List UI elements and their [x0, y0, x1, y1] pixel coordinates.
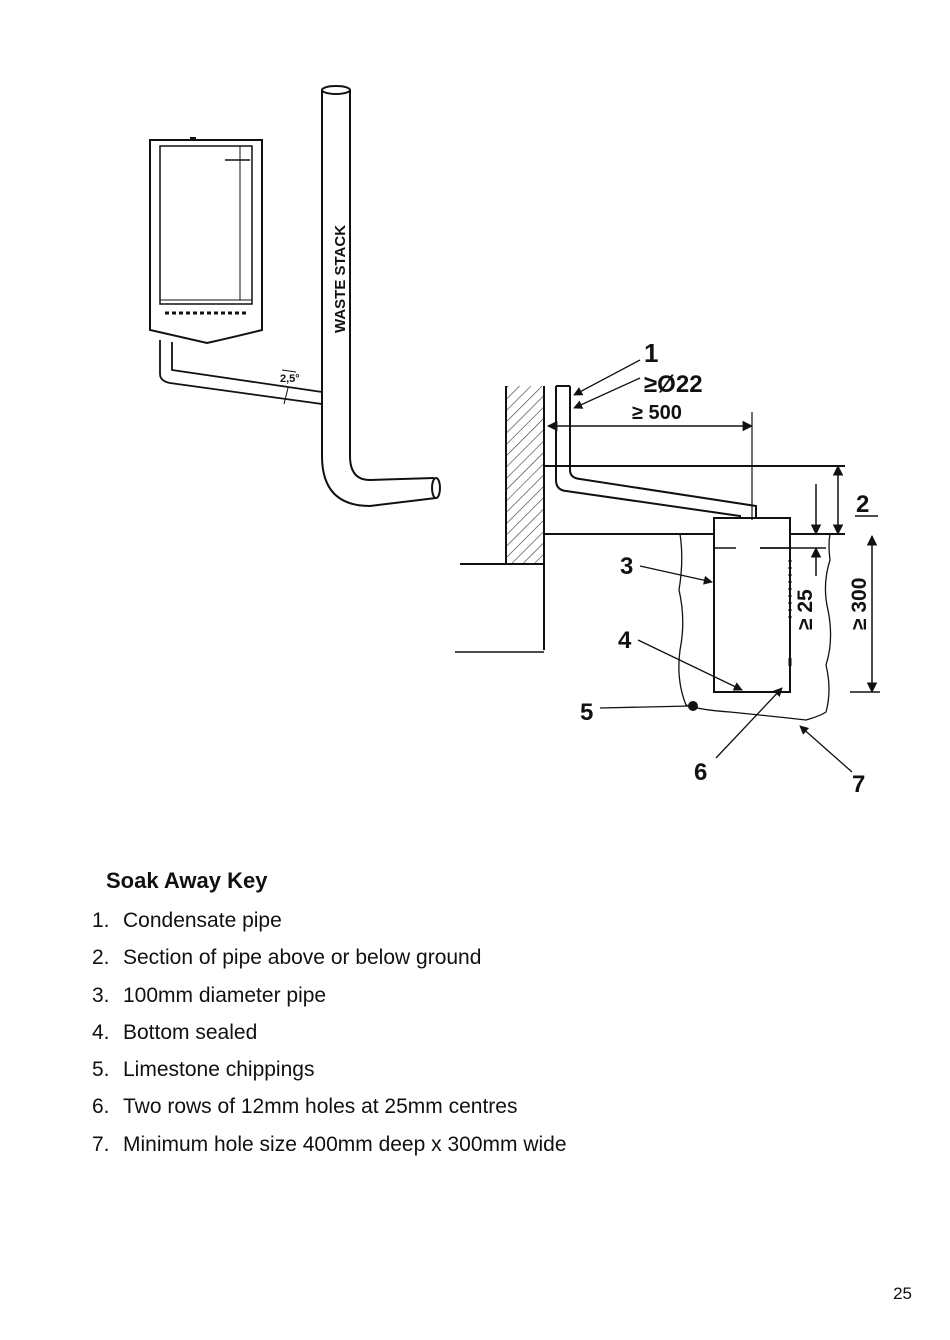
- item-text: Bottom sealed: [123, 1020, 258, 1044]
- soakaway-pipe: [713, 517, 792, 693]
- label-2: 2: [856, 491, 869, 518]
- page-number: 25: [893, 1284, 912, 1303]
- label-5: 5: [580, 699, 593, 726]
- soakaway-pit: [678, 533, 832, 721]
- label-1: 1: [644, 338, 658, 368]
- dimension-lines: [546, 412, 880, 694]
- leader-lines: [573, 359, 853, 773]
- item-number: 2.: [92, 946, 110, 970]
- list-item: 4. Bottom sealed: [92, 1014, 852, 1051]
- depth-300-label: ≥ 300: [848, 578, 871, 630]
- wall: [455, 386, 545, 653]
- distance-500-label: ≥ 500: [632, 402, 682, 424]
- item-text: Condensate pipe: [123, 909, 282, 932]
- list-item: 2. Section of pipe above or below ground: [92, 939, 852, 976]
- condensate-pipe: [555, 385, 757, 548]
- item-number: 4.: [92, 1020, 110, 1044]
- label-7: 7: [852, 771, 865, 798]
- list-item: 5. Limestone chippings: [92, 1051, 852, 1088]
- waste-stack-label: WASTE STACK: [332, 225, 349, 333]
- boiler-condensate-pipe: [159, 340, 323, 405]
- list-item: 7. Minimum hole size 400mm deep x 300mm w…: [92, 1126, 852, 1163]
- limestone-dot: [688, 701, 698, 711]
- item-number: 1.: [92, 909, 110, 932]
- item-text: Section of pipe above or below ground: [123, 946, 482, 970]
- item-text: Minimum hole size 400mm deep x 300mm wid…: [123, 1132, 567, 1156]
- item-text: 100mm diameter pipe: [123, 983, 327, 1007]
- item-number: 3.: [92, 983, 110, 1007]
- list-item: 1. Condensate pipe: [92, 902, 852, 939]
- label-3: 3: [620, 553, 633, 580]
- label-4: 4: [618, 627, 632, 654]
- item-text: Two rows of 12mm holes at 25mm centres: [123, 1095, 518, 1119]
- label-6: 6: [694, 759, 707, 786]
- soak-away-diagram: 2,5° WASTE STACK: [149, 85, 880, 798]
- key-title: Soak Away Key: [106, 868, 268, 893]
- list-item: 6. Two rows of 12mm holes at 25mm centres: [92, 1088, 852, 1125]
- soak-away-key: Soak Away Key 1. Condensate pipe 2. Sectio…: [92, 868, 852, 1163]
- item-text: Limestone chippings: [123, 1058, 315, 1082]
- depth-25-label: ≥ 25: [794, 589, 817, 630]
- item-number: 7.: [92, 1132, 110, 1156]
- item-number: 5.: [92, 1058, 110, 1082]
- list-item: 3. 100mm diameter pipe: [92, 977, 852, 1014]
- pipe-diameter-label: ≥Ø22: [644, 371, 703, 398]
- angle-label: 2,5°: [280, 373, 300, 385]
- boiler: [149, 137, 263, 345]
- ground-lines: [544, 465, 845, 535]
- item-number: 6.: [92, 1095, 110, 1119]
- waste-stack: [321, 85, 441, 508]
- key-list: 1. Condensate pipe 2. Section of pipe abov…: [92, 902, 852, 1163]
